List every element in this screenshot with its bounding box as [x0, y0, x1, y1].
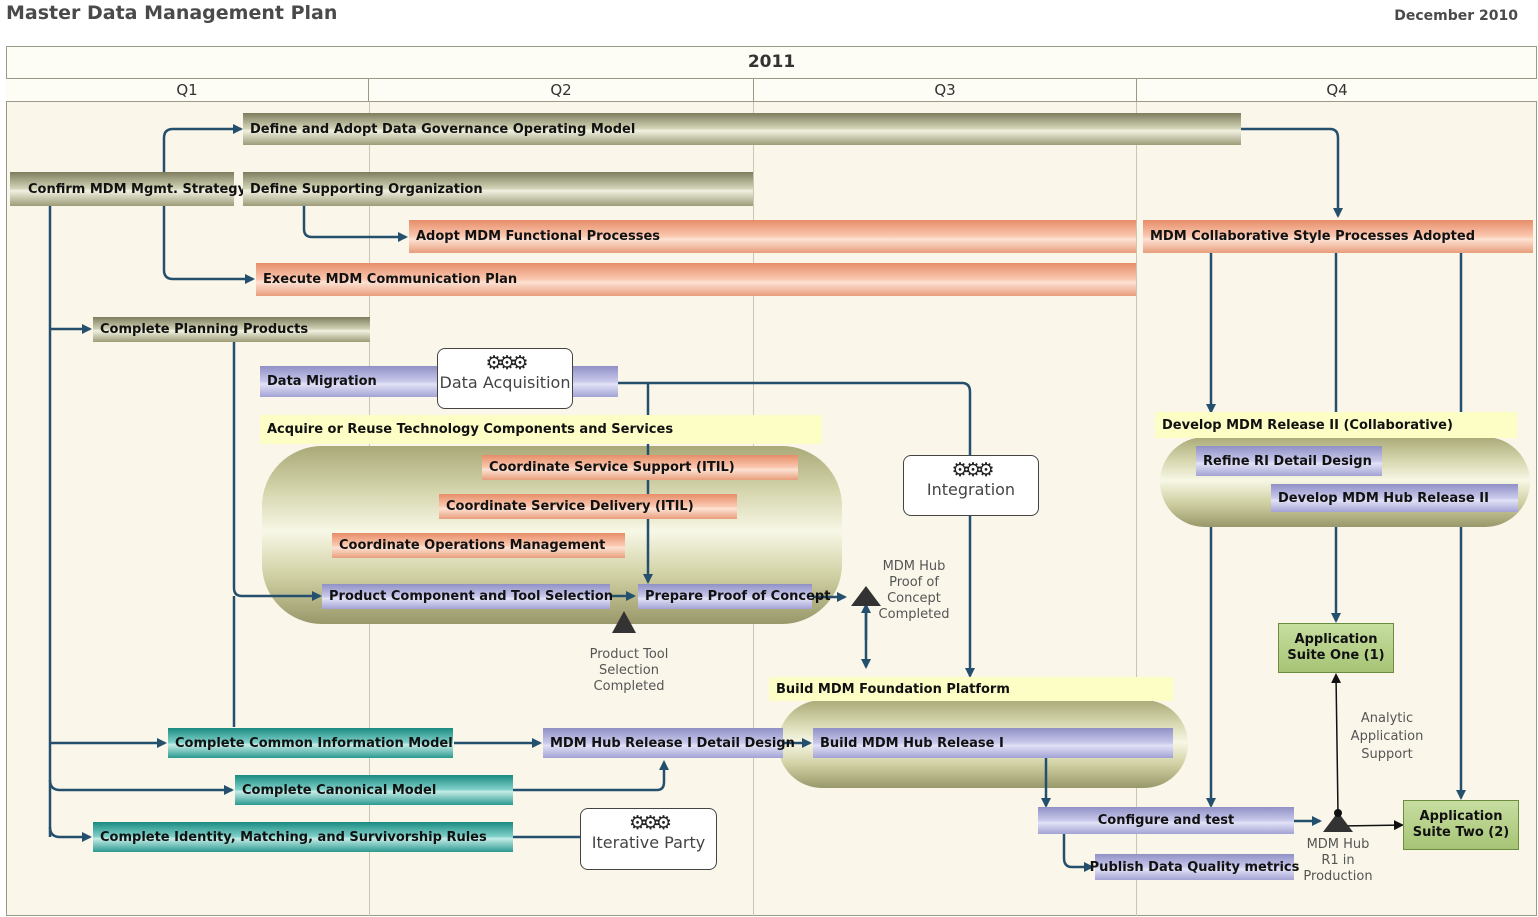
- gears-icon: ⚙⚙⚙: [951, 459, 994, 481]
- communication-plan-bar: Execute MDM Communication Plan: [256, 263, 1136, 296]
- functional-processes-bar: Adopt MDM Functional Processes: [409, 220, 1136, 253]
- analytic-support-note: Analytic Application Support: [1350, 711, 1424, 762]
- party-label: Data Acquisition: [439, 373, 571, 392]
- app-suite-one: Application Suite One (1): [1278, 623, 1394, 673]
- service-delivery-bar: Coordinate Service Delivery (ITIL): [439, 494, 737, 519]
- plan-date: December 2010: [1394, 8, 1518, 24]
- r1-production-milestone: MDM Hub R1 in Production: [1303, 837, 1373, 884]
- data-acquisition-party: ⚙⚙⚙ Data Acquisition: [437, 348, 573, 409]
- acquire-technology-bar: Acquire or Reuse Technology Components a…: [260, 415, 822, 444]
- operations-management-bar: Coordinate Operations Management: [332, 533, 625, 558]
- quarter-q1-header: Q1: [6, 79, 369, 102]
- collab-processes-bar: MDM Collaborative Style Processes Adopte…: [1143, 220, 1533, 253]
- quarter-q2-header: Q2: [369, 79, 754, 102]
- party-label: Iterative Party: [591, 833, 706, 852]
- year-header: 2011: [6, 46, 1537, 79]
- poc-milestone: MDM Hub Proof of Concept Completed: [878, 559, 950, 622]
- hub1-detail-design-bar: MDM Hub Release I Detail Design: [543, 728, 795, 758]
- configure-test-bar: Configure and test: [1038, 807, 1294, 834]
- common-info-model-bar: Complete Common Information Model: [168, 728, 453, 758]
- refine-design-bar: Refine RI Detail Design: [1196, 446, 1382, 476]
- tool-selection-milestone: Product Tool Selection Completed: [589, 647, 669, 694]
- triangle-milestone-icon: [1323, 812, 1353, 832]
- confirm-strategy-bar: Confirm MDM Mgmt. Strategy: [10, 172, 246, 206]
- integration-party: ⚙⚙⚙ Integration: [903, 455, 1039, 516]
- dq-metrics-bar: Publish Data Quality metrics: [1090, 854, 1299, 880]
- proof-of-concept-bar: Prepare Proof of Concept: [638, 584, 830, 609]
- app-suite-two: Application Suite Two (2): [1403, 800, 1519, 850]
- quarter-divider: [1136, 102, 1137, 916]
- gears-icon: ⚙⚙⚙: [628, 812, 672, 834]
- governance-bar: Define and Adopt Data Governance Operati…: [243, 113, 1241, 145]
- quarter-q3-header: Q3: [754, 79, 1137, 102]
- identity-rules-bar: Complete Identity, Matching, and Survivo…: [93, 822, 513, 852]
- foundation-platform-bar: Build MDM Foundation Platform: [769, 677, 1173, 701]
- page-title: Master Data Management Plan: [6, 2, 338, 24]
- canonical-model-bar: Complete Canonical Model: [235, 775, 513, 805]
- triangle-milestone-icon: [612, 611, 636, 633]
- planning-products-bar: Complete Planning Products: [93, 317, 370, 342]
- quarter-q4-header: Q4: [1137, 79, 1537, 102]
- tool-selection-bar: Product Component and Tool Selection: [322, 584, 613, 609]
- iterative-party: ⚙⚙⚙ Iterative Party: [580, 808, 717, 870]
- hub1-build-bar: Build MDM Hub Release I: [813, 728, 1173, 758]
- hub-release2-bar: Develop MDM Hub Release II: [1271, 484, 1518, 512]
- support-org-bar: Define Supporting Organization: [243, 172, 753, 206]
- service-support-bar: Coordinate Service Support (ITIL): [482, 455, 798, 480]
- release2-bar: Develop MDM Release II (Collaborative): [1155, 412, 1517, 438]
- triangle-milestone-icon: [851, 586, 881, 606]
- party-label: Integration: [926, 480, 1016, 499]
- gears-icon: ⚙⚙⚙: [485, 352, 528, 374]
